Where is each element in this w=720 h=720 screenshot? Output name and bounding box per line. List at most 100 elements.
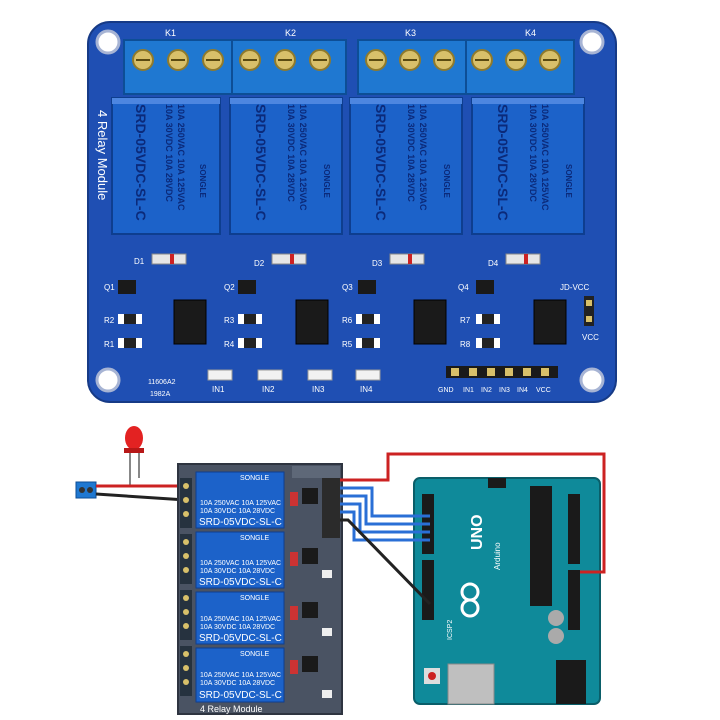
screw-terminal-block-right	[357, 39, 575, 95]
resistor-label-r8: R8	[460, 340, 471, 349]
pin-label-in3: IN3	[499, 387, 510, 394]
arduino-icsp-header	[488, 478, 506, 488]
led-label-in1: IN1	[212, 385, 225, 394]
relay-k2-brand: SONGLE	[322, 164, 331, 198]
resistor-label-r4: R4	[224, 340, 235, 349]
diagram-relay-1-rating-1: 10A 250VAC 10A 125VAC	[200, 500, 281, 507]
diagram-relay-4: SONGLE 10A 250VAC 10A 125VAC 10A 30VDC 1…	[195, 647, 285, 703]
relay-label-k3: K3	[405, 28, 416, 38]
board-code-2: 1982A	[150, 391, 171, 398]
mount-hole-tr	[579, 29, 605, 55]
relay-module-pin-block	[322, 478, 340, 538]
board-code-1: 11606A2	[148, 379, 176, 386]
relay-k2-model: SRD-05VDC-SL-C	[253, 104, 269, 221]
mount-hole-bl	[95, 367, 121, 393]
resistor-label-r7: R7	[460, 316, 471, 325]
diagram-relay-drivers	[290, 488, 332, 698]
relay-k2-rating-2: 10A 30VDC 10A 28VDC	[286, 104, 296, 202]
led-label-in4: IN4	[360, 385, 373, 394]
diagram-relay-2-rating-2: 10A 30VDC 10A 28VDC	[200, 568, 275, 575]
transistor-label-q4: Q4	[458, 283, 469, 292]
diode-label-d2: D2	[254, 259, 265, 268]
relay-k4-rating-2: 10A 30VDC 10A 28VDC	[528, 104, 538, 202]
relay-k3-rating-1: 10A 250VAC 10A 125VAC	[418, 104, 428, 211]
arduino-header-right	[568, 494, 580, 564]
diagram-module-label: 4 Relay Module	[200, 704, 263, 714]
arduino-icsp-label: ICSP2	[447, 620, 454, 640]
led-label-in2: IN2	[262, 385, 275, 394]
diagram-relay-4-brand: SONGLE	[240, 651, 270, 658]
arduino-power-jack	[556, 660, 586, 704]
transistor-label-q1: Q1	[104, 283, 115, 292]
mount-hole-br	[579, 367, 605, 393]
relay-k4-rating-1: 10A 250VAC 10A 125VAC	[540, 104, 550, 211]
transistor-row	[118, 280, 494, 294]
power-terminal-connector	[75, 481, 97, 499]
diode-row	[151, 253, 541, 265]
arduino-brand-label: Arduino	[493, 542, 502, 570]
wire-red-vcc	[340, 452, 606, 574]
signal-wires	[340, 452, 606, 606]
relay-k1-brand: SONGLE	[198, 164, 207, 198]
diode-label-d4: D4	[488, 259, 499, 268]
relay-k2: 10A 250VAC 10A 125VAC 10A 30VDC 10A 28VD…	[229, 97, 343, 235]
resistor-label-r2: R2	[104, 316, 115, 325]
pin-label-vcc: VCC	[536, 387, 551, 394]
wire-blue-in3	[340, 502, 430, 534]
diode-label-d1: D1	[134, 257, 145, 266]
led-label-in3: IN3	[312, 385, 325, 394]
mount-hole-tl	[95, 29, 121, 55]
jumper-label-vcc: VCC	[582, 333, 599, 342]
diagram-relay-3-rating-2: 10A 30VDC 10A 28VDC	[200, 624, 275, 631]
resistor-pads	[118, 314, 500, 348]
wire-black-gnd	[340, 518, 432, 606]
wiring-diagram: SONGLE 10A 250VAC 10A 125VAC 10A 30VDC 1…	[75, 426, 606, 715]
pin-label-gnd: GND	[438, 387, 454, 394]
relay-k1-rating-2: 10A 30VDC 10A 28VDC	[164, 104, 174, 202]
diagram-relay-3: SONGLE 10A 250VAC 10A 125VAC 10A 30VDC 1…	[195, 591, 285, 645]
arduino-board: UNO Arduino ICSP2	[413, 477, 601, 705]
wire-black-terminal-relay	[95, 492, 187, 502]
arduino-usb-port	[447, 663, 495, 705]
diagram-relay-1-brand: SONGLE	[240, 475, 270, 482]
diagram-relay-3-brand: SONGLE	[240, 595, 270, 602]
relay-label-k1: K1	[165, 28, 176, 38]
screw-terminal-block-left	[123, 39, 347, 95]
relay-label-k2: K2	[285, 28, 296, 38]
diagram-relay-4-rating-1: 10A 250VAC 10A 125VAC	[200, 672, 281, 679]
transistor-label-q2: Q2	[224, 283, 235, 292]
relay-k1-rating-1: 10A 250VAC 10A 125VAC	[176, 104, 186, 211]
arduino-logo-icon	[460, 582, 480, 618]
arduino-header-left-2	[422, 560, 434, 620]
relay-k3: 10A 250VAC 10A 125VAC 10A 30VDC 10A 28VD…	[349, 97, 463, 235]
pin-label-in1: IN1	[463, 387, 474, 394]
resistor-label-r5: R5	[342, 340, 353, 349]
arduino-uno-label: UNO	[469, 514, 486, 550]
pin-label-in4: IN4	[517, 387, 528, 394]
relay-k3-rating-2: 10A 30VDC 10A 28VDC	[406, 104, 416, 202]
diagram-relay-2: SONGLE 10A 250VAC 10A 125VAC 10A 30VDC 1…	[195, 531, 285, 589]
diagram-relay-2-rating-1: 10A 250VAC 10A 125VAC	[200, 560, 281, 567]
resistor-label-r1: R1	[104, 340, 115, 349]
arduino-header-right-2	[568, 570, 580, 630]
relay-k2-rating-1: 10A 250VAC 10A 125VAC	[298, 104, 308, 211]
diode-label-d3: D3	[372, 259, 383, 268]
resistor-label-r3: R3	[224, 316, 235, 325]
led-component	[124, 426, 144, 486]
diagram-relay-4-rating-2: 10A 30VDC 10A 28VDC	[200, 680, 275, 687]
relay-k3-model: SRD-05VDC-SL-C	[373, 104, 389, 221]
arduino-chip	[530, 486, 552, 606]
relay-k1-model: SRD-05VDC-SL-C	[133, 104, 149, 221]
relay-k1: 10A 250VAC 10A 125VAC 10A 30VDC 10A 28VD…	[111, 97, 221, 235]
diagram-relay-1-rating-2: 10A 30VDC 10A 28VDC	[200, 508, 275, 515]
arduino-reset-icon	[428, 672, 436, 680]
relay-module-terminals	[180, 478, 192, 696]
diagram-relay-3-model: SRD-05VDC-SL-C	[199, 633, 282, 644]
diagram-relay-3-rating-1: 10A 250VAC 10A 125VAC	[200, 616, 281, 623]
relay-label-k4: K4	[525, 28, 536, 38]
diagram-relay-2-brand: SONGLE	[240, 535, 270, 542]
relay-board-photo: K1 K2 K3 K4 4 Relay Module	[87, 21, 617, 403]
arduino-capacitor-2	[548, 628, 564, 644]
relay-k4-model: SRD-05VDC-SL-C	[495, 104, 511, 221]
